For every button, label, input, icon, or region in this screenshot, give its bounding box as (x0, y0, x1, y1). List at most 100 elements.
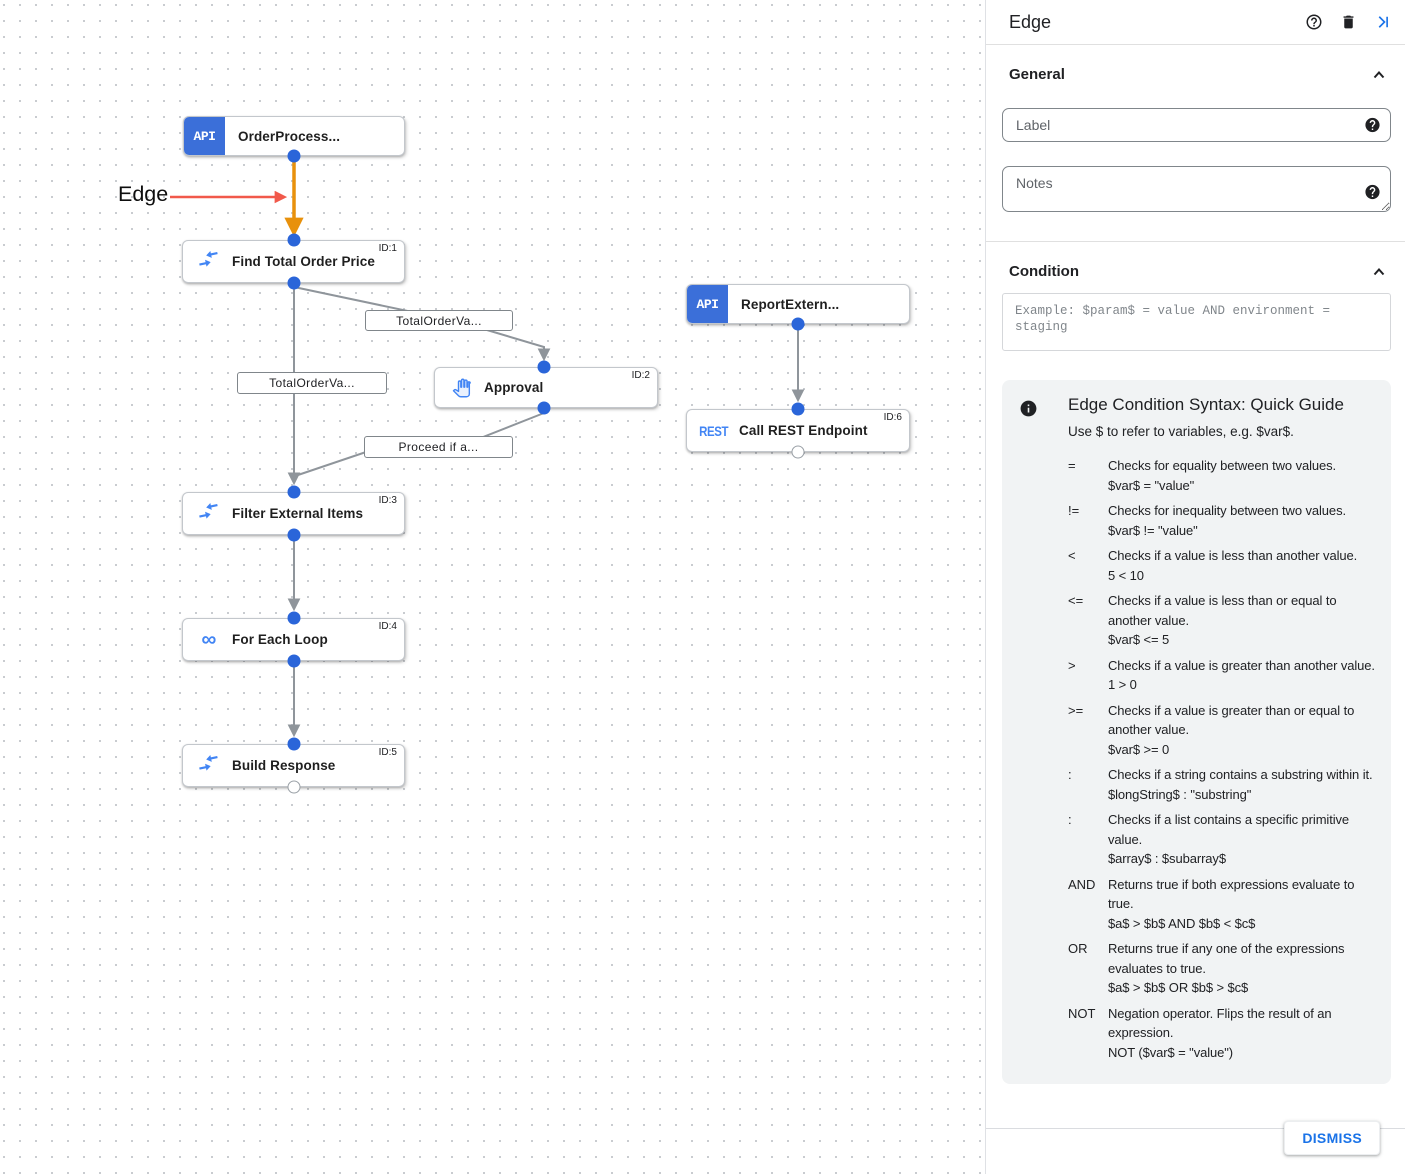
panel-header: Edge (986, 0, 1405, 45)
api-trigger-badge-icon: API (687, 285, 728, 323)
condition-input[interactable] (1002, 293, 1391, 351)
guide-operator: : (1068, 767, 1072, 782)
guide-entry: NOT Negation operator. Flips the result … (1068, 1004, 1377, 1063)
general-heading-label: General (1009, 66, 1065, 83)
help-filled-icon[interactable] (1364, 117, 1381, 134)
panel-title: Edge (1009, 11, 1052, 32)
guide-description: Checks if a string contains a substring … (1108, 767, 1373, 782)
connector-dot-open[interactable] (287, 780, 301, 794)
collapse-panel-icon[interactable] (1374, 13, 1392, 31)
guide-operator: > (1068, 657, 1076, 673)
guide-entry: : Checks if a string contains a substrin… (1068, 765, 1377, 804)
guide-example: $var$ <= 5 (1108, 632, 1170, 647)
rest-icon: REST (699, 422, 729, 439)
info-icon (1019, 395, 1039, 1068)
connector-dot[interactable] (287, 276, 301, 290)
guide-operator: : (1068, 812, 1072, 827)
guide-example: $array$ : $subarray$ (1108, 851, 1226, 866)
guide-intro: Use $ to refer to variables, e.g. $var$. (1068, 424, 1294, 439)
connector-dot[interactable] (287, 233, 301, 247)
connector-dot[interactable] (287, 737, 301, 751)
node-label: Approval (484, 380, 544, 395)
edge-config-panel: Edge General Condition (985, 0, 1405, 1174)
node-label: Find Total Order Price (232, 254, 375, 269)
guide-entry: OR Returns true if any one of the expres… (1068, 939, 1377, 998)
guide-operator: NOT (1068, 1005, 1096, 1021)
guide-description: Checks if a list contains a specific pri… (1108, 812, 1350, 847)
chevron-up-icon[interactable] (1371, 264, 1387, 280)
guide-entry: = Checks for equality between two values… (1068, 456, 1377, 495)
guide-operator: < (1068, 548, 1076, 563)
notes-input[interactable] (1002, 166, 1391, 212)
guide-example: 1 > 0 (1108, 677, 1137, 692)
guide-operator: OR (1068, 941, 1088, 956)
node-label: Build Response (232, 758, 336, 773)
edge-findtotal-approval[interactable] (293, 286, 551, 362)
guide-example: NOT ($var$ = "value") (1108, 1044, 1234, 1060)
guide-description: Checks for equality between two values. (1108, 458, 1337, 473)
guide-example: 5 < 10 (1108, 567, 1144, 583)
guide-entries: = Checks for equality between two values… (1068, 456, 1377, 1062)
guide-entry: <= Checks if a value is less than or equ… (1068, 591, 1377, 650)
node-label: ReportExtern... (741, 296, 840, 312)
guide-content: Edge Condition Syntax: Quick Guide Use $… (1068, 395, 1377, 1068)
section-divider (986, 241, 1405, 242)
connector-dot[interactable] (537, 360, 551, 374)
connector-dot[interactable] (791, 402, 805, 416)
trash-icon[interactable] (1340, 13, 1357, 31)
edge-label-totalorderva-approval[interactable]: TotalOrderVa... (365, 310, 513, 331)
help-icon[interactable] (1305, 13, 1323, 31)
node-approval[interactable]: ID:2 Approval (434, 367, 658, 408)
data-mapping-icon (196, 502, 222, 524)
chevron-up-icon[interactable] (1371, 67, 1387, 83)
connector-dot[interactable] (287, 149, 301, 163)
data-mapping-icon (196, 250, 222, 272)
guide-entry: : Checks if a list contains a specific p… (1068, 810, 1377, 869)
node-id-badge: ID:6 (883, 412, 902, 423)
connector-dot[interactable] (287, 528, 301, 542)
node-orderprocess-trigger[interactable]: API OrderProcess... (183, 116, 405, 156)
node-id-badge: ID:4 (378, 621, 397, 632)
guide-example: $a$ > $b$ OR $b$ > $c$ (1108, 980, 1249, 995)
guide-operator: >= (1068, 702, 1084, 718)
guide-operator: AND (1068, 876, 1096, 892)
flow-canvas[interactable]: Edge API OrderProcess... ID:1 Find Total… (0, 0, 985, 1174)
guide-description: Returns true if both expressions evaluat… (1108, 876, 1355, 912)
guide-description: Checks if a value is less than or equal … (1108, 593, 1337, 628)
help-filled-icon[interactable] (1364, 183, 1381, 200)
guide-entry: AND Returns true if both expressions eva… (1068, 875, 1377, 934)
node-for-each-loop[interactable]: ID:4 ∞ For Each Loop (182, 618, 405, 661)
guide-description: Checks if a value is greater than or equ… (1108, 702, 1355, 738)
guide-description: Checks if a value is greater than anothe… (1108, 657, 1375, 673)
dismiss-button[interactable]: DISMISS (1284, 1121, 1380, 1155)
guide-example: $var$ != "value" (1108, 522, 1198, 538)
edge-annotation-text: Edge (118, 182, 169, 206)
node-label: Filter External Items (232, 506, 364, 521)
footer-divider (986, 1128, 1405, 1129)
node-label: For Each Loop (232, 632, 328, 647)
connector-dot[interactable] (287, 654, 301, 668)
node-reportextern-trigger[interactable]: API ReportExtern... (686, 284, 910, 324)
guide-entry: != Checks for inequality between two val… (1068, 501, 1377, 540)
guide-title: Edge Condition Syntax: Quick Guide (1068, 395, 1344, 414)
guide-description: Checks if a value is less than another v… (1108, 548, 1358, 563)
loop-icon: ∞ (201, 628, 217, 651)
guide-description: Checks for inequality between two values… (1108, 503, 1346, 518)
edge-label-proceed-if[interactable]: Proceed if a... (364, 436, 513, 458)
label-field-wrapper (1002, 108, 1391, 142)
label-input[interactable] (1002, 108, 1391, 142)
approval-hand-icon (448, 378, 474, 398)
connector-dot-open[interactable] (791, 445, 805, 459)
guide-entry: > Checks if a value is greater than anot… (1068, 656, 1377, 695)
connector-dot[interactable] (537, 401, 551, 415)
connector-dot[interactable] (287, 611, 301, 625)
node-id-badge: ID:2 (631, 370, 650, 381)
guide-description: Negation operator. Flips the result of a… (1108, 1005, 1332, 1041)
connector-dot[interactable] (791, 317, 805, 331)
connector-dot[interactable] (287, 485, 301, 499)
data-mapping-icon (196, 754, 222, 776)
edge-label-totalorderva-filter[interactable]: TotalOrderVa... (237, 372, 387, 394)
general-section-heading: General (1009, 66, 1387, 83)
node-build-response[interactable]: ID:5 Build Response (182, 744, 405, 787)
guide-entry: < Checks if a value is less than another… (1068, 546, 1377, 585)
